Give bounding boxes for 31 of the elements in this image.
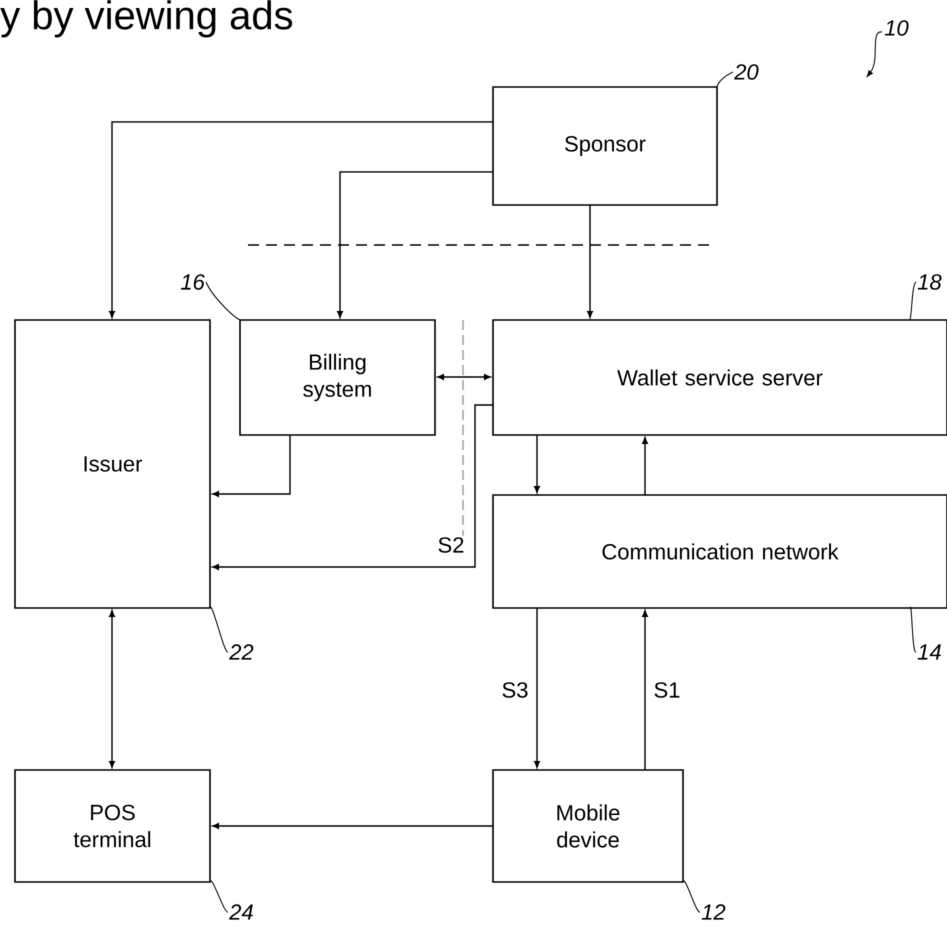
reference-numeral: 18 bbox=[910, 274, 942, 320]
reference-numeral: 20 bbox=[716, 64, 758, 88]
reference-numeral: 12 bbox=[682, 880, 726, 920]
edge-label: S1 bbox=[652, 680, 682, 700]
title: y by viewing ads bbox=[0, 0, 292, 38]
reference-numeral: 22 bbox=[210, 606, 254, 660]
arrow bbox=[212, 823, 493, 829]
arrow bbox=[642, 437, 648, 495]
edge-label: S3 bbox=[500, 680, 530, 700]
process-box: Issuer bbox=[14, 319, 211, 609]
reference-numeral: 24 bbox=[210, 880, 253, 920]
process-box: POS terminal bbox=[14, 769, 211, 883]
arrow bbox=[534, 608, 540, 768]
arrow bbox=[212, 435, 291, 497]
arrow bbox=[437, 374, 491, 380]
reference-numeral: 14 bbox=[910, 606, 941, 660]
process-box: Wallet service server bbox=[492, 319, 947, 436]
reference-numeral: 16 bbox=[180, 274, 240, 320]
arrow bbox=[109, 610, 115, 768]
arrow bbox=[109, 121, 493, 318]
arrow bbox=[534, 435, 540, 493]
process-box: Mobile device bbox=[492, 769, 684, 883]
arrow bbox=[337, 171, 493, 318]
arrow bbox=[642, 610, 648, 770]
process-box: Sponsor bbox=[492, 86, 718, 206]
arrow bbox=[587, 205, 593, 318]
arrow bbox=[212, 404, 493, 570]
reference-numeral: 10 bbox=[866, 20, 908, 77]
process-box: Communication network bbox=[492, 494, 947, 609]
process-box: Billing system bbox=[239, 319, 436, 436]
edge-label: S2 bbox=[436, 536, 466, 554]
